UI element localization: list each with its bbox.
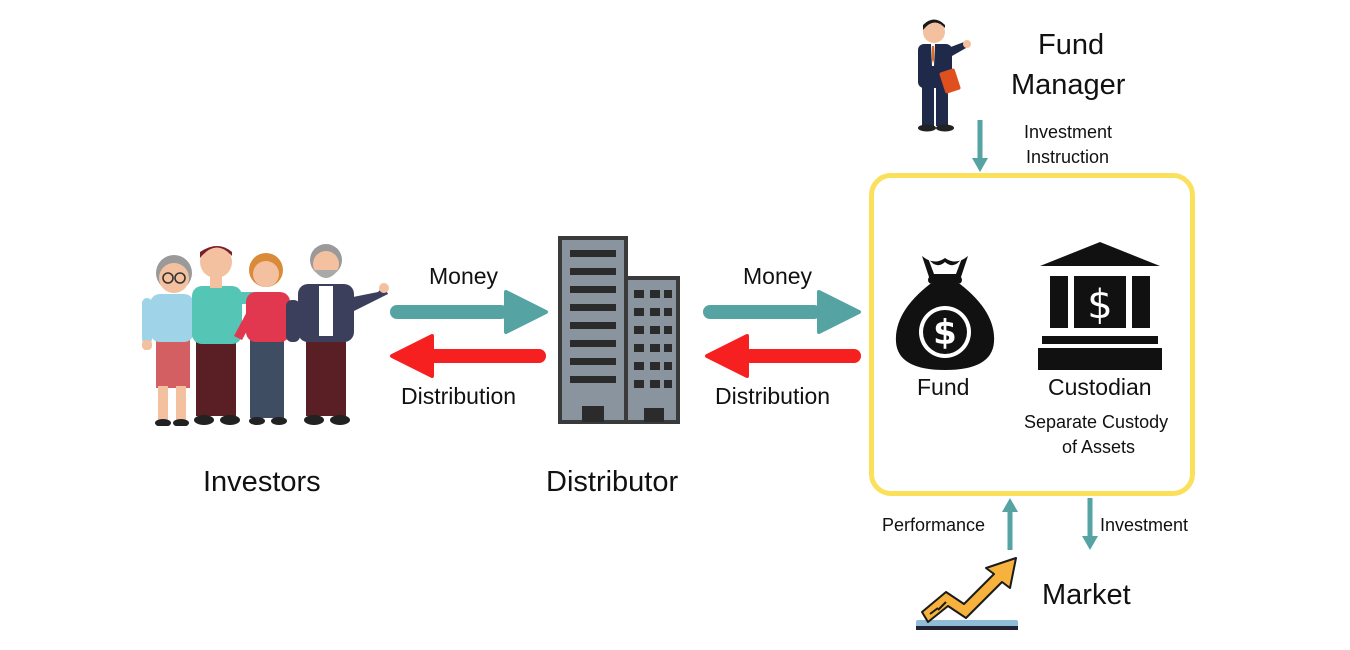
fund-manager-label-line2: Manager [1011,69,1126,101]
distribution-label-right: Distribution [715,383,831,409]
investors-group-icon [138,240,390,426]
distribution-arrow-left [388,334,548,383]
investors-label: Investors [203,466,321,498]
instruction-arrow [970,120,990,179]
fund-manager-label-line1: Fund [1038,29,1105,61]
building-icon [558,236,680,424]
distributor-label: Distributor [546,466,679,498]
bank-icon: $ [1036,240,1164,372]
custodian-note-line1: Separate Custody [1024,412,1169,432]
money-label-left: Money [429,263,499,289]
distribution-label-left: Distribution [401,383,517,409]
instruction-label-line1: Investment [1024,122,1113,142]
fund-label: Fund [917,374,970,400]
money-arrow-right [703,290,863,339]
instruction-label-line2: Instruction [1026,147,1110,167]
custodian-note-line2: of Assets [1062,437,1136,457]
svg-text:$: $ [1087,282,1112,328]
performance-label: Performance [882,515,986,535]
investment-label: Investment [1100,515,1189,535]
market-label: Market [1042,579,1131,611]
money-label-right: Money [743,263,813,289]
money-arrow-left [390,290,550,339]
fund-box [869,173,1195,496]
money-bag-icon: $ [892,250,998,372]
svg-text:$: $ [933,313,957,353]
investment-arrow [1080,498,1100,557]
growth-chart-icon [916,556,1020,632]
performance-arrow [1000,498,1020,555]
fund-manager-icon [912,18,974,132]
custodian-label: Custodian [1048,374,1152,400]
distribution-arrow-right [703,334,863,383]
